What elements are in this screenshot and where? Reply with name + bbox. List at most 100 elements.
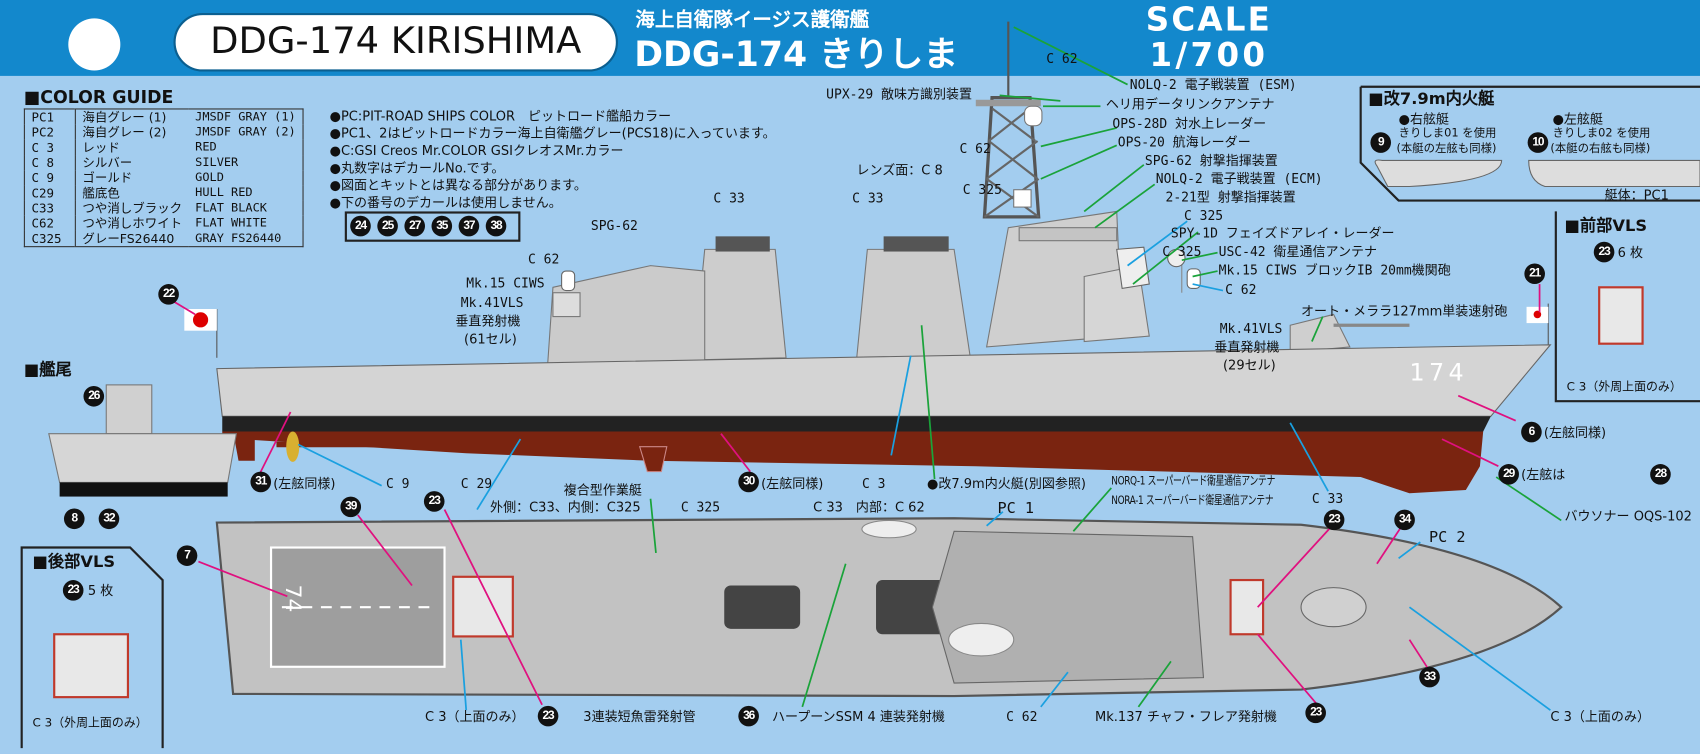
port-boat-use: きりしま02 を使用 [1552, 126, 1651, 140]
note: ●下の番号のデカールは使用しません。 [329, 195, 562, 211]
decal-26: 26 [83, 385, 105, 407]
unused-decal: 37 [458, 215, 480, 237]
port-boat [1528, 159, 1700, 188]
label-pc2: PC 2 [1428, 529, 1466, 547]
label-workboat-color: 外側：C33、内側：C325 [490, 499, 641, 515]
color-name-en: JMSDF GRAY (2) [195, 124, 296, 139]
color-name-jp: グレーFS26440 [82, 230, 175, 247]
label-c3: C 3 [861, 475, 886, 492]
label-c33-hull: C 33 [1311, 491, 1344, 507]
label-spg62-aft: SPG-62 [590, 217, 638, 234]
color-name-jp: ゴールド [82, 170, 133, 186]
decal-39: 39 [340, 496, 362, 518]
label-c62-top: C 62 [1006, 709, 1038, 725]
starboard-boat-note: (本艇の左舷も同様) [1396, 142, 1497, 156]
color-code: C 8 [24, 155, 76, 171]
label-nolq2-ecm: NOLQ-2 電子戦装置 (ECM) [1155, 171, 1323, 187]
label-vls-fwd-2: 垂直発射機 [1214, 339, 1280, 355]
color-code: C 9 [24, 170, 76, 186]
label-c33-inner: C 33 内部：C 62 [813, 499, 925, 515]
label-vls-aft-3: (61セル) [464, 331, 517, 347]
label-c62-aft: C 62 [528, 251, 560, 267]
decal-23: 23 [1593, 241, 1615, 263]
color-code: C62 [24, 215, 76, 231]
label-pc1: PC 1 [997, 499, 1035, 518]
label-c62-mast: C 62 [1046, 50, 1078, 67]
hull-number: 174 [1409, 359, 1469, 388]
label-c62-fwd: C 62 [1225, 281, 1257, 298]
label-port-same-6: (左舷同様) [1543, 425, 1607, 441]
deck-number: 74 [280, 584, 307, 613]
label-bow-sonar: バウソナー OQS-102 [1564, 508, 1692, 524]
label-ops28d: OPS-28D 対水上レーダー [1112, 116, 1267, 132]
decal-23: 23 [1323, 509, 1345, 531]
starboard-boat-label: ●右舷艇 [1398, 111, 1450, 127]
fwd-funnel-top [876, 580, 952, 635]
color-name-en: GOLD [195, 170, 224, 185]
decal-9: 9 [1370, 132, 1392, 153]
decal-7: 7 [176, 545, 198, 566]
color-code: C29 [24, 185, 76, 201]
decal-28: 28 [1650, 464, 1671, 485]
label-c325-a: C 325 [1183, 208, 1224, 224]
unused-decal: 25 [377, 215, 398, 237]
unused-decal: 24 [350, 215, 371, 237]
color-name-jp: 海自グレー (2) [82, 124, 167, 140]
decal-10: 10 [1527, 132, 1549, 153]
starboard-boat [1374, 159, 1503, 188]
unused-decal: 27 [404, 215, 426, 237]
flight-deck [269, 546, 446, 668]
side-view [184, 21, 1552, 494]
color-code: C33 [24, 200, 76, 216]
label-c3-top-aft: C 3（上面のみ） [425, 709, 525, 725]
stern-title: ■艦尾 [23, 359, 72, 380]
color-name-en: RED [195, 139, 217, 154]
label-c325-mid: C 325 [962, 182, 1002, 198]
decal-23: 23 [537, 705, 559, 727]
label-c29: C 29 [460, 475, 493, 492]
label-torpedo: 3連装短魚雷発射管 [583, 709, 696, 725]
unused-decal: 35 [431, 215, 453, 237]
color-code: C 3 [24, 139, 76, 156]
label-spy1d: SPY-1D フェイズドアレイ・レーダー [1170, 225, 1395, 241]
top-view [215, 517, 1563, 698]
label-mk137: Mk.137 チャフ・フレア発射機 [1095, 709, 1277, 725]
scale-value: 1/700 [1149, 36, 1269, 75]
label-port-same-31: (左舷同様) [273, 475, 336, 492]
leader-lines [173, 26, 1562, 711]
scale-label: SCALE [1145, 1, 1273, 40]
color-name-jp: シルバー [82, 155, 133, 171]
label-upx29: UPX-29 敵味方識別装置 [826, 86, 973, 102]
port-boat-note: (本艇の右舷も同様) [1550, 142, 1651, 156]
color-name-jp: 海自グレー (1) [82, 109, 167, 125]
label-ops20: OPS-20 航海レーダー [1117, 134, 1251, 150]
hull-red [222, 431, 1484, 494]
label-vls-aft-2: 垂直発射機 [455, 313, 521, 329]
color-name-en: HULL RED [195, 185, 253, 200]
label-c62-mid: C 62 [959, 140, 991, 157]
color-guide-title: ■COLOR GUIDE [23, 86, 174, 108]
decal-33: 33 [1419, 666, 1440, 688]
color-name-en: FLAT WHITE [195, 215, 267, 230]
label-vls-fwd-1: Mk.41VLS [1219, 320, 1283, 337]
aft-funnel [693, 248, 787, 361]
boat-box-title: ■改7.9m内火艇 [1368, 88, 1495, 109]
fwd-vls-count: 6 枚 [1617, 245, 1644, 261]
decal-29: 29 [1498, 464, 1519, 485]
label-workboat: 複合型作業艇 [563, 482, 642, 498]
aft-vls-title: ■後部VLS [32, 551, 116, 572]
stern-view [48, 384, 238, 497]
main-gun [1289, 313, 1351, 353]
port-boat-label: ●左舷艇 [1552, 111, 1603, 127]
aft-vls-count: 5 枚 [87, 583, 114, 599]
label-c9: C 9 [385, 475, 410, 492]
decal-6: 6 [1521, 421, 1542, 443]
decal-36: 36 [738, 705, 759, 727]
note: ●C:GSI Creos Mr.COLOR GSIクレオスMr.カラー [329, 143, 624, 159]
fwd-vls-box-border [1554, 211, 1700, 403]
